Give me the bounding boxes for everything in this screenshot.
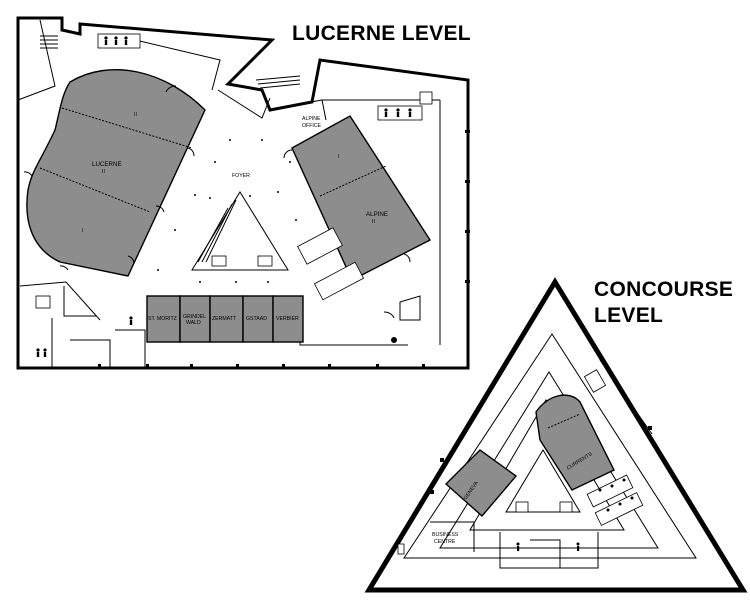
stairs-icon <box>397 369 607 555</box>
restroom-icon <box>516 542 580 551</box>
business-centre-label-1: BUSINESS <box>432 532 459 538</box>
lucerne-sub-label: II <box>102 169 105 175</box>
alpine-office-label-2: OFFICE <box>302 123 322 129</box>
foyer-central-triangle <box>191 191 289 271</box>
elevator-icon <box>515 501 573 513</box>
business-centre-label-2: CENTRE <box>434 539 456 545</box>
room-grindelwald[interactable] <box>179 295 211 343</box>
room-lucerne[interactable] <box>26 69 206 277</box>
room-geneva[interactable] <box>444 449 518 517</box>
verbier-label: VERBIER <box>276 316 299 322</box>
lucerne-level-plan: II LUCERNE II I I ALPINE II ALPINE OFFIC… <box>16 16 470 370</box>
elevator-icon <box>211 255 273 267</box>
lucerne-level-heading: LUCERNE LEVEL <box>292 22 471 45</box>
foyer-dots <box>157 139 297 283</box>
zermatt-label: ZERMATT <box>212 316 237 322</box>
lucerne-room-label: LUCERNE <box>92 161 122 168</box>
concourse-outer-wall <box>364 277 748 593</box>
restroom-icon <box>377 105 423 121</box>
room-zermatt[interactable] <box>209 295 244 343</box>
gstaad-label: GSTAAD <box>246 316 267 322</box>
concourse-level-heading-1: CONCOURSE <box>594 278 733 301</box>
room-verbier[interactable] <box>272 295 304 343</box>
grindelwald-label-1: GRINDEL <box>183 314 206 320</box>
concourse-level-plan: CURRENTS GENEVA BUSINESS CENTRE <box>364 277 748 593</box>
alpine-part-1-label: I <box>338 154 339 160</box>
lucerne-part-2-label: II <box>134 112 137 118</box>
room-st-moritz[interactable] <box>146 295 181 343</box>
restroom-icon <box>97 33 141 49</box>
concourse-level-heading-2: LEVEL <box>594 304 663 327</box>
meeting-rooms-row <box>146 295 304 343</box>
grindelwald-label-2: WALD <box>186 320 201 326</box>
wall-columns <box>98 130 470 369</box>
door-icon <box>23 85 411 319</box>
lucerne-outer-wall <box>16 16 470 370</box>
concourse-central-triangle <box>505 449 581 513</box>
st-moritz-label: ST. MORITZ <box>148 316 177 322</box>
alpine-room-label: ALPINE <box>366 211 388 218</box>
alpine-office-label-1: ALPINE <box>302 116 321 122</box>
stairs-icon <box>40 35 421 321</box>
restroom-icon <box>36 316 133 357</box>
room-currents[interactable] <box>535 394 615 491</box>
restroom-icon <box>586 474 644 526</box>
restroom-icon <box>297 227 365 301</box>
elevator-icon <box>35 91 433 309</box>
wall-columns <box>430 426 652 494</box>
alpine-sub-label: II <box>372 219 375 225</box>
lucerne-part-1-label: I <box>82 228 83 234</box>
foyer-label: FOYER <box>232 173 250 179</box>
